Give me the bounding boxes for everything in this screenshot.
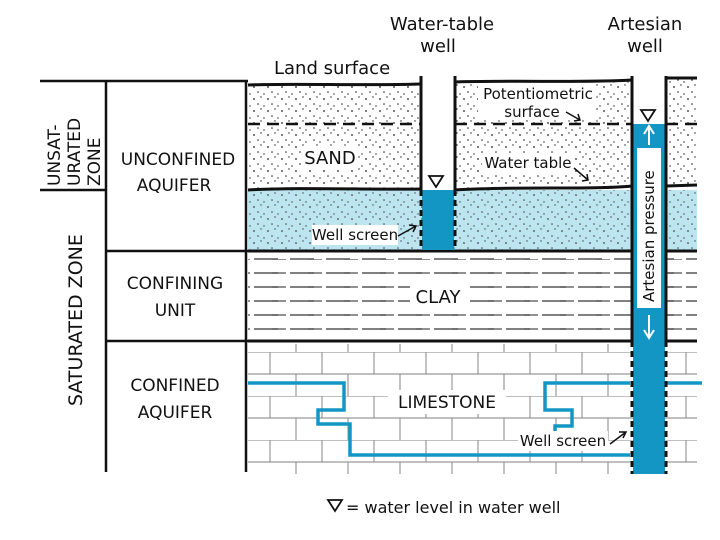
potentiometric-label-2: surface (504, 103, 559, 121)
artesian-pressure-label: Artesian pressure (640, 170, 658, 302)
artesian-well-label-2: well (627, 36, 663, 57)
arrow-down-icon (643, 329, 655, 340)
water-table-well-water (422, 190, 454, 250)
unsat-label-2: URATED (65, 118, 85, 186)
unconfined-label-1: UNCONFINED (121, 150, 235, 170)
legend-text: = water level in water well (346, 498, 560, 517)
saturated-zone-label: SATURATED ZONE (65, 234, 87, 406)
arrow-icon (573, 167, 589, 182)
unconfined-label-2: AQUIFER (137, 176, 212, 196)
water-table-line (247, 183, 698, 192)
limestone-label: LIMESTONE (398, 393, 496, 413)
sand-label-bg (302, 146, 358, 170)
sand-label: SAND (304, 148, 355, 169)
water-level-triangle-icon (427, 175, 445, 189)
artesian-well-label-1: Artesian (608, 14, 683, 35)
well-screen-upper-label-bg (312, 225, 398, 245)
water-table-label-bg (482, 153, 574, 173)
clay-layer-offset (248, 259, 697, 340)
well-screen-upper-label: Well screen (312, 226, 398, 244)
water-table-well-label-1: Water-table (390, 14, 494, 35)
land-surface-line (247, 76, 697, 87)
clay-label-bg (410, 285, 468, 309)
dry-sand-layer (248, 84, 420, 190)
clay-label: CLAY (416, 287, 462, 308)
water-level-triangle-icon (639, 109, 657, 123)
confined-label-1: CONFINED (130, 376, 219, 396)
unsat-label-3: ZONE (85, 138, 105, 187)
potentiometric-label-1: Potentiometric (483, 85, 593, 103)
artesian-pressure-label-bg (637, 148, 661, 308)
potentiometric-label-bg (478, 84, 596, 120)
water-table-well-label-2: well (420, 36, 456, 57)
water-level-triangle-icon (326, 499, 344, 513)
confining-label-2: UNIT (155, 301, 196, 321)
water-table-label: Water table (484, 154, 571, 172)
confined-label-2: AQUIFER (138, 403, 213, 423)
arrow-icon (565, 111, 581, 122)
well-screen-lower-label-bg (518, 431, 608, 451)
unsat-label-1: UNSAT- (45, 124, 65, 186)
limestone-fracture-upper (248, 381, 630, 457)
well-screen-lower-label: Well screen (520, 432, 606, 450)
confining-label-1: CONFINING (127, 274, 223, 294)
arrow-icon (397, 224, 418, 237)
dry-sand-layer-right (666, 78, 697, 186)
arrow-up-icon (643, 124, 655, 135)
land-surface-label: Land surface (274, 58, 390, 79)
limestone-label-bg (388, 390, 506, 414)
arrow-icon (609, 431, 628, 445)
